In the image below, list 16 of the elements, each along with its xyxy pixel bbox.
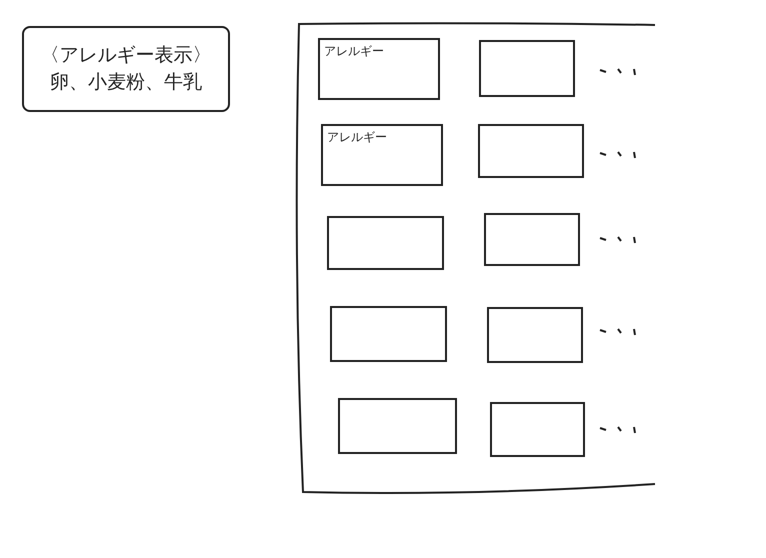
box-label: アレルギー <box>327 129 387 146</box>
label-box <box>318 38 440 100</box>
note-heading: 〈アレルギー表示〉 <box>40 43 212 68</box>
note-box <box>22 26 230 112</box>
note-text: 卵、小麦粉、牛乳 <box>50 70 202 95</box>
blank-box <box>487 307 583 363</box>
blank-box <box>479 40 575 97</box>
blank-box <box>330 306 447 362</box>
page-panel <box>293 22 655 494</box>
blank-box <box>490 402 585 457</box>
blank-box <box>484 213 580 266</box>
blank-box <box>478 124 584 178</box>
blank-box <box>327 216 444 270</box>
blank-box <box>338 398 457 454</box>
box-label: アレルギー <box>324 43 384 60</box>
label-box <box>321 124 443 186</box>
